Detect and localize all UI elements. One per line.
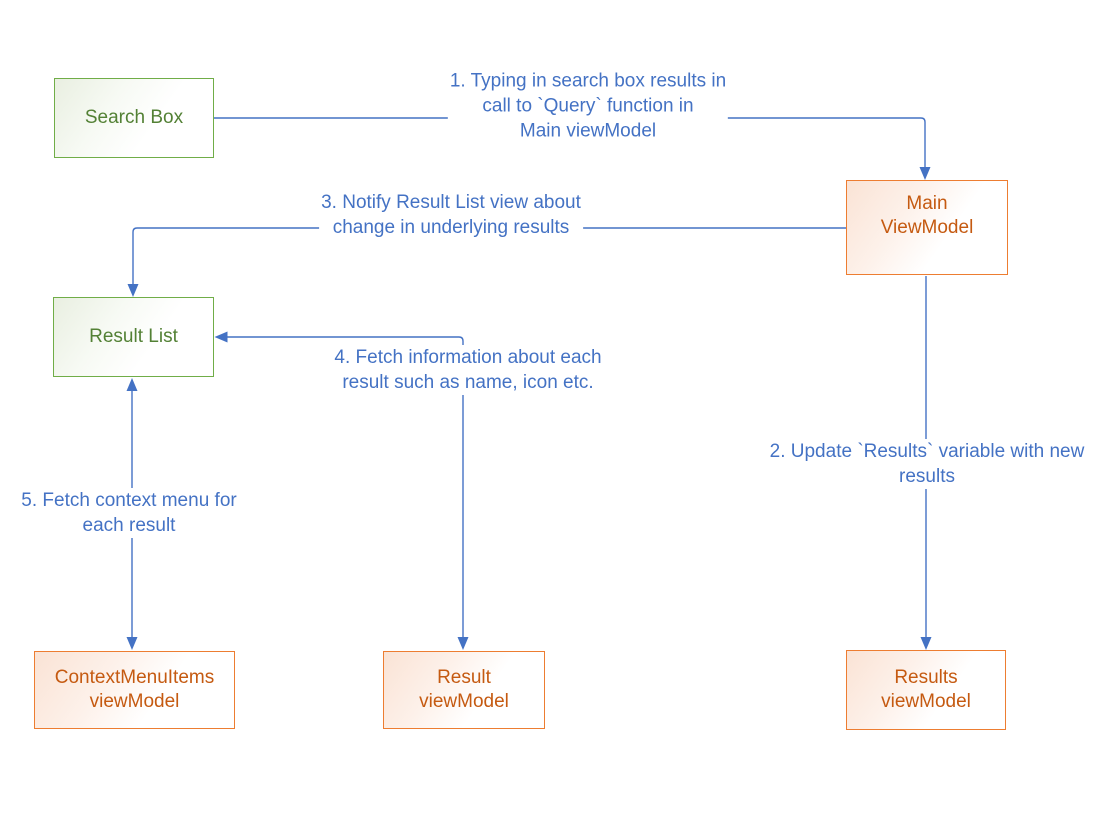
node-search-box: Search Box [54, 78, 214, 158]
node-result-list-label: Result List [89, 326, 178, 347]
connector-searchbox-to-mainviewmodel [214, 117, 926, 168]
arrowhead-up-resultlist [126, 378, 138, 391]
connector-resultviewmodel-to-resultlist [227, 336, 464, 638]
arrowhead-down-contextmenuitems [126, 637, 138, 650]
node-result-viewmodel-label: Result viewModel [419, 667, 509, 712]
connector-mainviewmodel-to-resultlist [132, 227, 846, 285]
node-main-viewmodel: Main ViewModel [846, 180, 1008, 275]
annotation-step3: 3. Notify Result List view about change … [319, 190, 583, 240]
node-results-viewmodel-label: Results viewModel [881, 667, 971, 712]
node-main-viewmodel-label: Main ViewModel [880, 193, 974, 238]
node-result-viewmodel: Result viewModel [383, 651, 545, 729]
annotation-step2: 2. Update `Results` variable with new re… [767, 439, 1087, 489]
annotation-step4: 4. Fetch information about each result s… [332, 345, 604, 395]
arrowhead-down-resultviewmodel [457, 637, 469, 650]
node-contextmenuitems-viewmodel-label: ContextMenuItems viewModel [54, 667, 215, 712]
node-result-list: Result List [53, 297, 214, 377]
arrowhead-down-resultsviewmodel [920, 637, 932, 650]
annotation-step1: 1. Typing in search box results in call … [447, 68, 729, 144]
arrowhead-down-mainviewmodel [919, 167, 931, 180]
node-results-viewmodel: Results viewModel [846, 650, 1006, 730]
arrowhead-left-resultlist [214, 331, 228, 343]
node-search-box-label: Search Box [84, 107, 184, 128]
node-contextmenuitems-viewmodel: ContextMenuItems viewModel [34, 651, 235, 729]
arrowhead-down-resultlist [127, 284, 139, 297]
annotation-step5: 5. Fetch context menu for each result [19, 488, 239, 538]
